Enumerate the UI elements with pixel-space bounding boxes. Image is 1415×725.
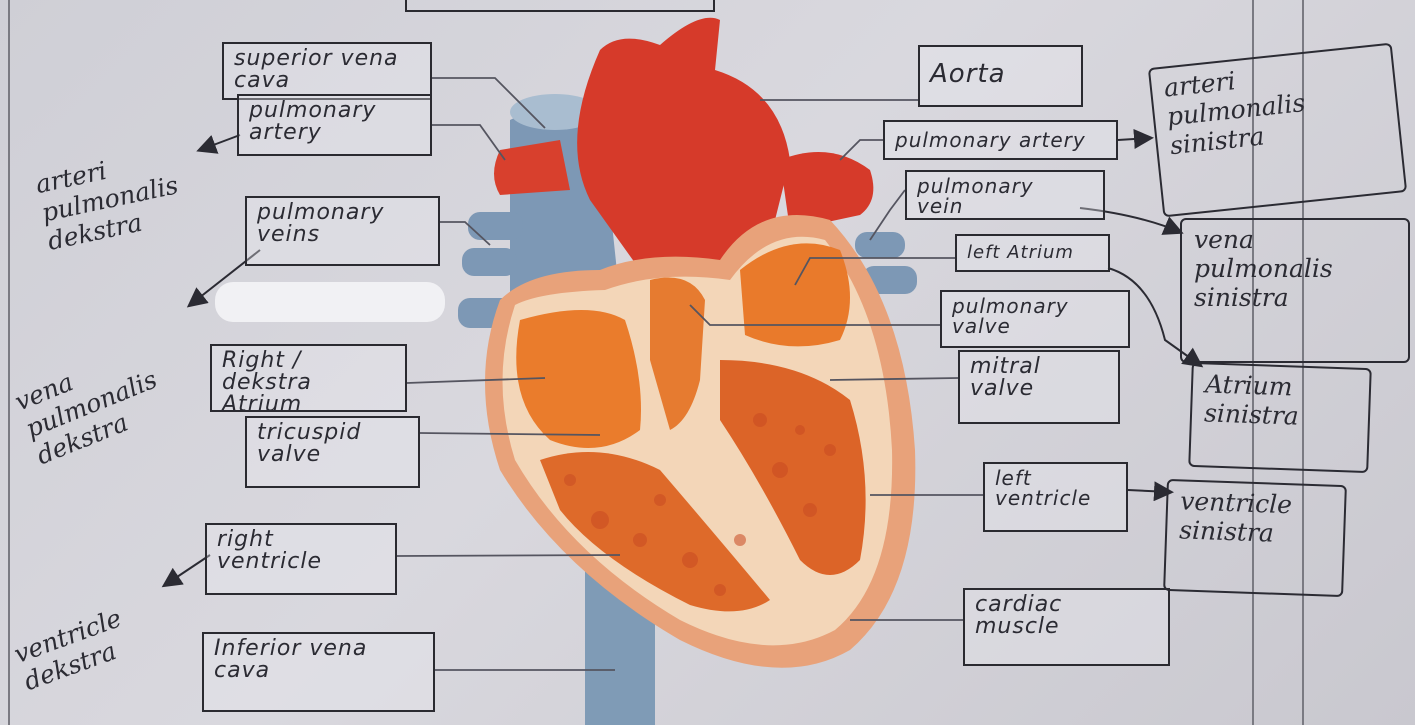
label-pulmonary-valve: pulmonary valve bbox=[940, 290, 1130, 348]
pulmonary-vein-left-1 bbox=[468, 212, 523, 240]
label-pulmonary-artery-left: pulmonary artery bbox=[237, 94, 432, 156]
top-box-fragment bbox=[405, 0, 715, 12]
label-inferior-vena-cava: Inferior vena cava bbox=[202, 632, 435, 712]
note-atrium-sinistra: Atrium sinistra bbox=[1188, 362, 1372, 473]
label-left-ventricle: left ventricle bbox=[983, 462, 1128, 532]
correction-patch bbox=[215, 282, 445, 322]
label-right-ventricle: right ventricle bbox=[205, 523, 397, 595]
label-aorta: Aorta bbox=[918, 45, 1083, 107]
label-left-atrium: left Atrium bbox=[955, 234, 1110, 272]
note-vena-pulmonalis-sinistra: vena pulmonalis sinistra bbox=[1180, 218, 1410, 363]
label-pulmonary-vein: pulmonary vein bbox=[905, 170, 1105, 220]
label-cardiac-muscle: cardiac muscle bbox=[963, 588, 1170, 666]
label-tricuspid-valve: tricuspid valve bbox=[245, 416, 420, 488]
note-arteri-pulmonalis-sinistra: arteri pulmonalis sinistra bbox=[1148, 43, 1407, 218]
label-pulmonary-artery-right: pulmonary artery bbox=[883, 120, 1118, 160]
label-pulmonary-veins: pulmonary veins bbox=[245, 196, 440, 266]
pulmonary-vein-left-2 bbox=[462, 248, 517, 276]
label-mitral-valve: mitral valve bbox=[958, 350, 1120, 424]
label-superior-vena-cava: superior vena cava bbox=[222, 42, 432, 100]
note-ventricle-sinistra: ventricle sinistra bbox=[1163, 479, 1347, 597]
pulmonary-vein-right-1 bbox=[855, 232, 905, 258]
label-right-atrium: Right / dekstra Atrium bbox=[210, 344, 407, 412]
pulmonary-artery-left-vessel bbox=[494, 140, 570, 195]
